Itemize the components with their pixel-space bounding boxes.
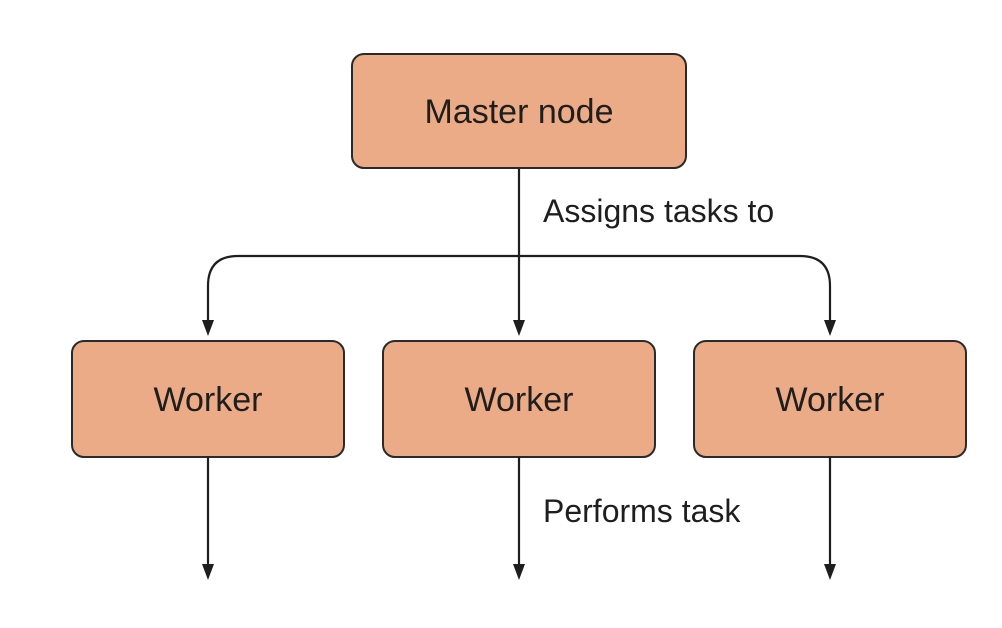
performs-task-label: Performs task <box>543 493 741 529</box>
assigns-tasks-label: Assigns tasks to <box>543 193 774 229</box>
assign-connectors <box>202 168 836 336</box>
worker-node-label: Worker <box>465 381 574 419</box>
output-arrowhead-2 <box>513 564 525 580</box>
master-node: Master node <box>351 53 687 169</box>
output-arrowhead-3 <box>824 564 836 580</box>
master-node-box <box>351 53 687 169</box>
branch-to-right-worker <box>519 254 832 322</box>
worker-node-2: Worker <box>382 340 656 458</box>
worker-node-label: Worker <box>154 381 263 419</box>
worker-node-1: Worker <box>71 340 345 458</box>
arrowhead-worker-2 <box>513 320 525 336</box>
master-node-label: Master node <box>425 93 614 131</box>
arrowhead-worker-3 <box>824 320 836 336</box>
perform-connectors <box>202 457 836 580</box>
arrowhead-worker-1 <box>202 320 214 336</box>
branch-to-left-worker <box>206 254 519 322</box>
worker-node-3: Worker <box>693 340 967 458</box>
worker-node-label: Worker <box>776 381 885 419</box>
output-arrowhead-1 <box>202 564 214 580</box>
